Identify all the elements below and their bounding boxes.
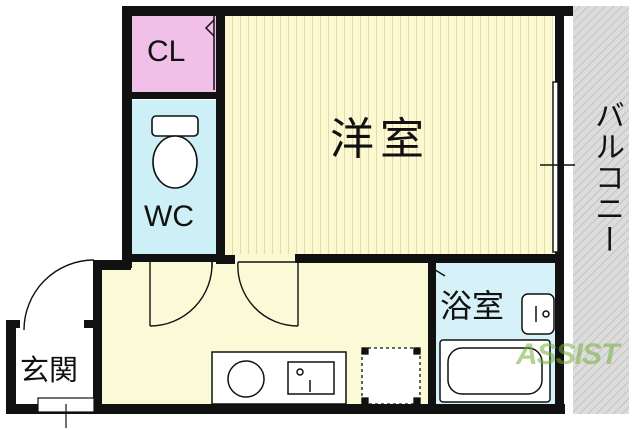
room-door-opening <box>237 254 295 263</box>
closet-door <box>204 16 215 90</box>
bathroom-door <box>431 262 446 330</box>
stove-icon <box>227 360 265 398</box>
room-door <box>237 261 299 327</box>
wc-door <box>149 256 213 327</box>
fridge-space <box>361 347 421 405</box>
bathtub-icon <box>439 339 551 403</box>
watermark-logo: ASSIST <box>516 338 619 371</box>
toilet-icon <box>151 115 199 189</box>
entrance-area <box>14 332 100 406</box>
balcony-label: バルコニー <box>589 100 624 255</box>
wc-label: WC <box>144 200 194 233</box>
closet-label: CL <box>147 35 186 68</box>
western-room-floor <box>225 14 553 258</box>
entrance-label: 玄関 <box>20 353 79 387</box>
washbasin-icon <box>521 293 555 335</box>
closet-area <box>131 14 216 92</box>
entrance-door <box>23 259 95 331</box>
walls <box>6 6 573 414</box>
balcony-area <box>573 6 629 414</box>
kitchen-counter <box>211 351 347 405</box>
sink-icon <box>287 361 335 395</box>
bathroom-label: 浴室 <box>440 287 505 325</box>
western-room-label: 洋室 <box>330 114 430 165</box>
balcony-window <box>540 81 575 253</box>
